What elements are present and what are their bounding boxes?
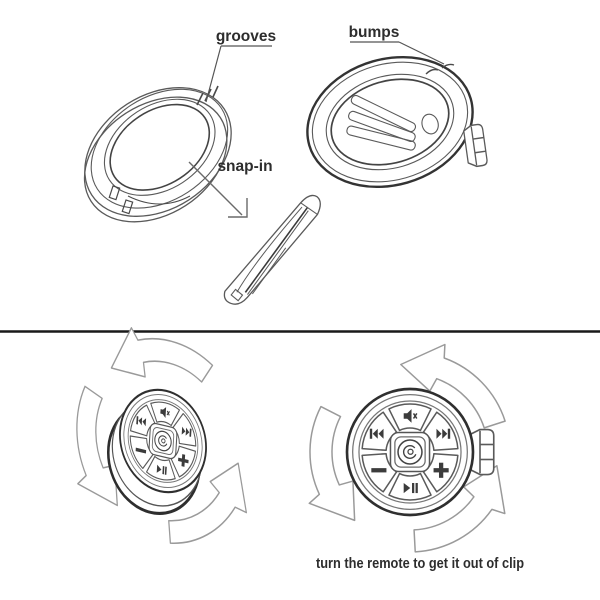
ring-clip-tab — [462, 123, 489, 169]
snap-in-part — [223, 194, 321, 305]
grooves-leader-line — [205, 45, 272, 103]
remote-in-clip — [39, 296, 256, 572]
bump-marks — [425, 63, 455, 75]
bumps-leader-line — [350, 41, 445, 65]
clip-ring-bumps — [306, 55, 474, 189]
remote-front — [265, 343, 517, 573]
caption: turn the remote to get it out of clip — [316, 555, 524, 572]
spring-straps — [346, 94, 439, 151]
clip-ring-grooves — [83, 87, 232, 223]
groove-marks — [108, 85, 219, 215]
grooves-label: grooves — [216, 28, 276, 45]
bumps-label: bumps — [349, 24, 400, 41]
remote-face-front — [347, 389, 473, 515]
snap-in-label: snap-in — [217, 158, 272, 175]
snap-in-arrow — [188, 161, 248, 218]
